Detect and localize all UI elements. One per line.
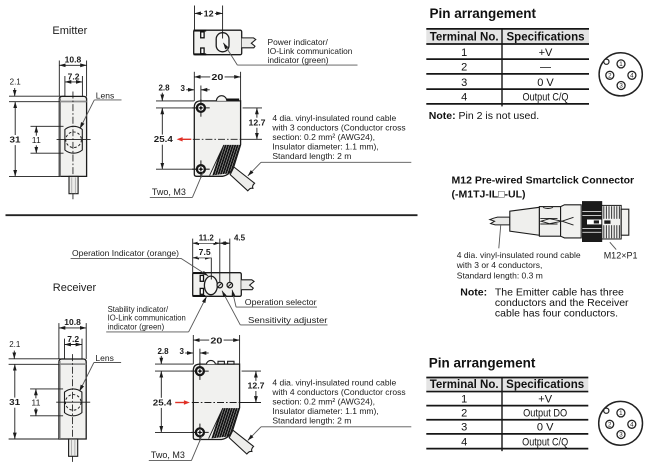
svg-text:(-M1TJ-IL□-UL): (-M1TJ-IL□-UL): [452, 189, 526, 201]
svg-text:11: 11: [31, 399, 41, 408]
svg-text:Operation selector: Operation selector: [245, 297, 317, 307]
svg-text:1: 1: [619, 61, 623, 68]
svg-text:Two, M3: Two, M3: [151, 450, 185, 460]
svg-text:3: 3: [180, 84, 185, 93]
svg-text:2: 2: [461, 62, 467, 74]
svg-text:1: 1: [461, 47, 467, 59]
svg-text:Note:: Note:: [460, 286, 487, 298]
svg-text:4: 4: [461, 436, 467, 448]
svg-text:4: 4: [461, 92, 467, 104]
svg-text:Emitter: Emitter: [52, 25, 87, 37]
svg-text:Operation Indicator (orange): Operation Indicator (orange): [72, 248, 179, 258]
svg-text:4 dia. vinyl-insulated round c: 4 dia. vinyl-insulated round cable: [272, 378, 396, 388]
svg-text:31: 31: [9, 397, 20, 407]
svg-text:3: 3: [179, 347, 184, 356]
svg-text:Insulator diameter: 1.1 mm),: Insulator diameter: 1.1 mm),: [272, 142, 378, 152]
svg-text:Pin arrangement: Pin arrangement: [430, 6, 537, 21]
svg-text:2.1: 2.1: [10, 77, 22, 86]
svg-text:4.5: 4.5: [234, 234, 246, 243]
svg-text:3: 3: [461, 77, 467, 89]
svg-text:12: 12: [204, 8, 214, 18]
svg-text:indicator (green): indicator (green): [268, 55, 329, 65]
svg-text:+V: +V: [538, 393, 552, 405]
svg-text:3: 3: [619, 83, 623, 90]
svg-text:4: 4: [630, 422, 634, 429]
svg-text:Lens: Lens: [95, 353, 113, 363]
svg-text:25.4: 25.4: [153, 397, 172, 407]
svg-text:0 V: 0 V: [537, 77, 554, 89]
svg-text:Two, M3: Two, M3: [152, 187, 186, 197]
svg-text:7.2: 7.2: [67, 334, 79, 344]
svg-text:conductors and the Receiver: conductors and the Receiver: [495, 297, 629, 309]
svg-text:cable has four conductors.: cable has four conductors.: [495, 308, 618, 320]
svg-text:10.8: 10.8: [64, 317, 81, 327]
svg-text:Output C/Q: Output C/Q: [522, 436, 568, 448]
svg-text:Output DO: Output DO: [523, 407, 567, 419]
svg-text:4: 4: [630, 73, 634, 80]
svg-text:11.2: 11.2: [199, 234, 215, 243]
svg-text:IO-Link communication: IO-Link communication: [108, 312, 186, 322]
svg-text:2.8: 2.8: [158, 84, 170, 93]
svg-text:10.8: 10.8: [65, 54, 82, 64]
svg-text:2.1: 2.1: [9, 340, 21, 349]
svg-text:31: 31: [10, 135, 21, 145]
svg-text:Specifications: Specifications: [507, 31, 585, 43]
svg-text:2: 2: [608, 73, 612, 80]
svg-text:Standard length: 0.3 m: Standard length: 0.3 m: [457, 270, 543, 280]
svg-text:Specifications: Specifications: [506, 379, 584, 391]
svg-text:Note: Pin 2 is not used.: Note: Pin 2 is not used.: [429, 110, 539, 122]
svg-text:M12×P1: M12×P1: [604, 251, 638, 261]
svg-text:2.8: 2.8: [157, 347, 169, 356]
svg-text:Output C/Q: Output C/Q: [523, 92, 569, 104]
svg-text:11: 11: [32, 136, 42, 145]
svg-text:+V: +V: [539, 47, 553, 59]
svg-text:Receiver: Receiver: [53, 282, 97, 294]
svg-text:Insulator diameter: 1.1 mm),: Insulator diameter: 1.1 mm),: [272, 406, 378, 416]
svg-text:4 dia. vinyl-insulated round c: 4 dia. vinyl-insulated round cable: [457, 250, 581, 260]
svg-text:Terminal No.: Terminal No.: [430, 31, 499, 43]
svg-text:Lens: Lens: [96, 90, 114, 100]
svg-text:M12 Pre-wired Smartclick Conne: M12 Pre-wired Smartclick Connector: [452, 175, 635, 187]
svg-text:1: 1: [619, 410, 623, 417]
svg-text:2: 2: [608, 422, 612, 429]
svg-text:2: 2: [461, 407, 467, 419]
svg-text:section: 0.2 mm² (AWG24),: section: 0.2 mm² (AWG24),: [272, 397, 375, 407]
svg-text:4 dia. vinyl-insulated round c: 4 dia. vinyl-insulated round cable: [272, 113, 396, 123]
svg-text:25.4: 25.4: [154, 134, 173, 144]
svg-text:Terminal No.: Terminal No.: [430, 379, 499, 391]
svg-text:12.7: 12.7: [248, 381, 265, 391]
svg-text:IO-Link communication: IO-Link communication: [268, 46, 353, 56]
svg-text:Power indicator/: Power indicator/: [268, 37, 329, 47]
svg-text:with 4 conductors (Conductor c: with 4 conductors (Conductor cross: [271, 387, 405, 397]
svg-text:7.5: 7.5: [199, 248, 212, 257]
svg-text:section: 0.2 mm² (AWG24),: section: 0.2 mm² (AWG24),: [272, 132, 375, 142]
svg-text:with 3 or 4 conductors,: with 3 or 4 conductors,: [456, 260, 543, 270]
svg-text:0 V: 0 V: [537, 422, 554, 434]
svg-text:3: 3: [461, 422, 467, 434]
svg-text:7.2: 7.2: [68, 71, 80, 81]
svg-text:1: 1: [461, 393, 467, 405]
svg-text:20: 20: [210, 335, 222, 345]
svg-text:Sensitivity adjuster: Sensitivity adjuster: [248, 315, 328, 325]
svg-text:Standard length: 2 m: Standard length: 2 m: [272, 151, 351, 161]
svg-text:with 3 conductors (Conductor c: with 3 conductors (Conductor cross: [271, 123, 405, 133]
svg-text:Standard length: 2 m: Standard length: 2 m: [272, 416, 351, 426]
svg-text:Pin arrangement: Pin arrangement: [429, 355, 536, 370]
svg-text:indicator (green): indicator (green): [108, 321, 165, 331]
svg-text:20: 20: [211, 72, 223, 82]
svg-text:12.7: 12.7: [249, 117, 266, 127]
svg-text:Stability indicator/: Stability indicator/: [108, 304, 169, 314]
svg-text:3: 3: [619, 432, 623, 439]
svg-text:The Emitter cable has three: The Emitter cable has three: [495, 286, 624, 298]
svg-text:—: —: [540, 62, 551, 74]
